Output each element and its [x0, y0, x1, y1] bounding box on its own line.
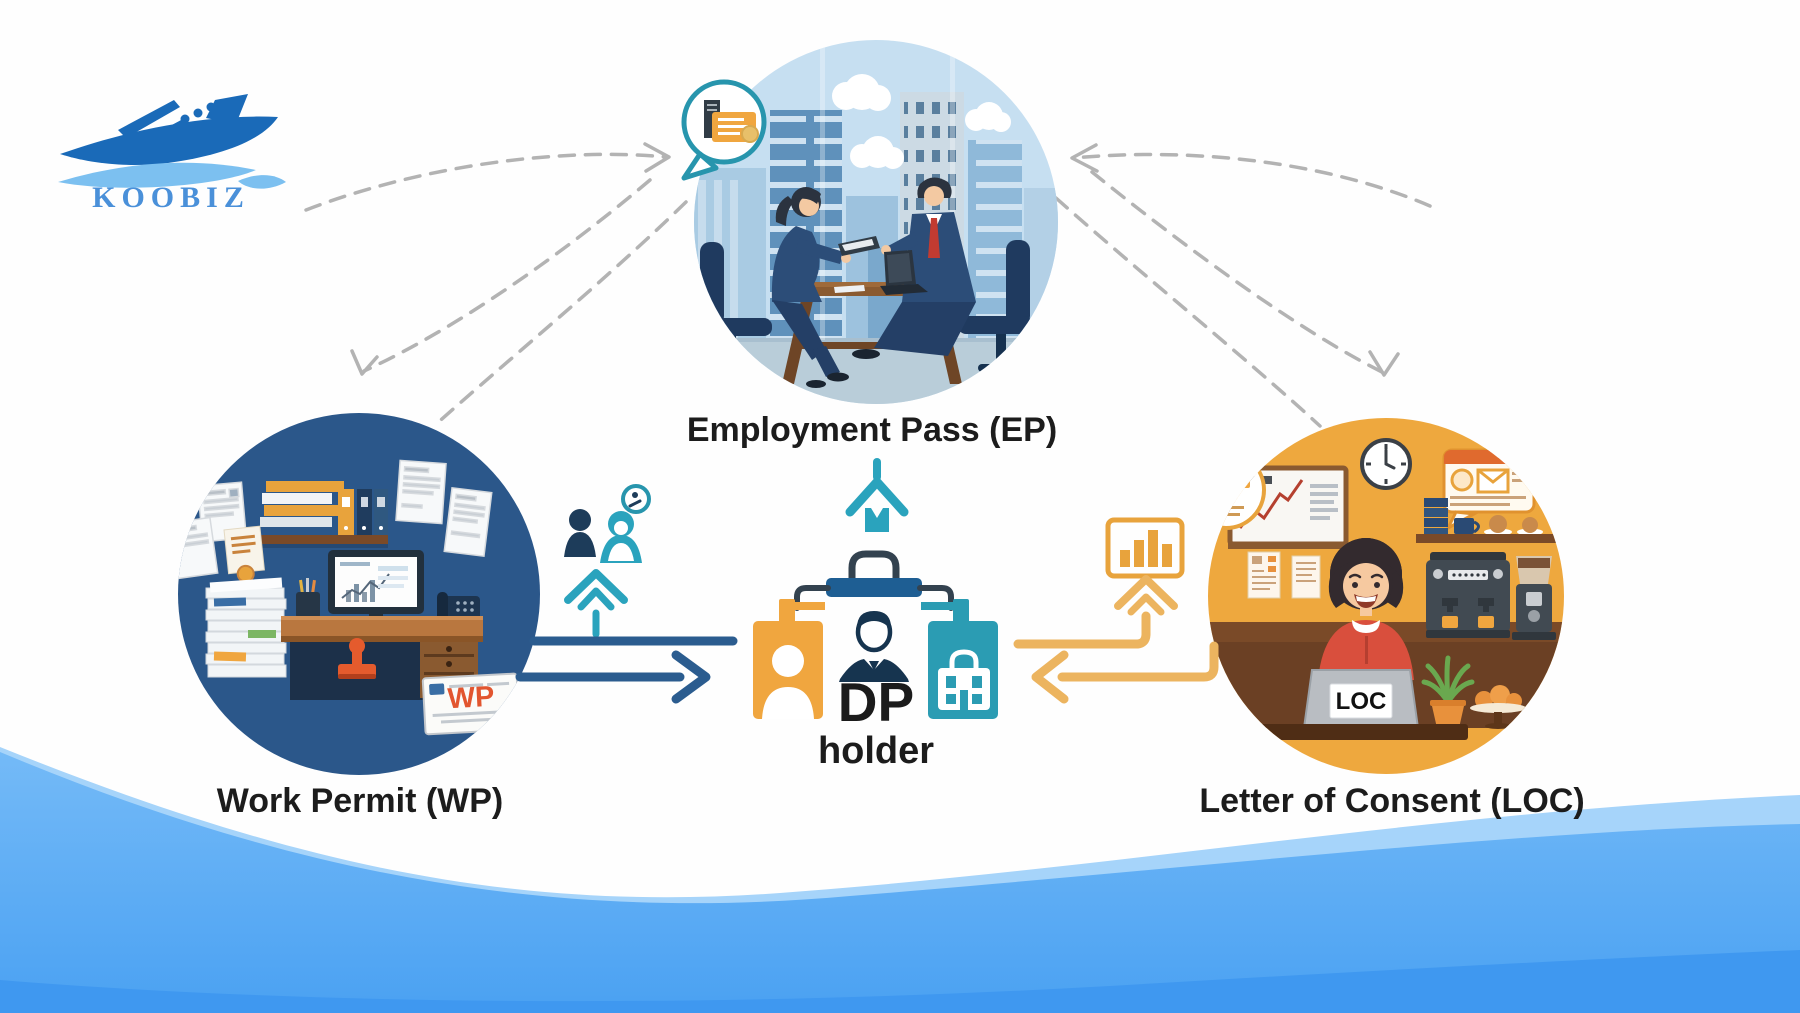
koobiz-ship-icon [58, 94, 286, 189]
paper-stack [205, 577, 287, 678]
up-arrow-icon [845, 458, 909, 532]
wp-card-text: WP [446, 680, 496, 716]
clock-icon [1360, 438, 1412, 490]
laptop-icon [880, 250, 928, 295]
double-chevron-up-icon-left [564, 569, 628, 638]
id-badge-icon [753, 599, 825, 719]
people-group-icon [564, 484, 651, 563]
dashed-arrowheads [350, 142, 1400, 377]
ep-label: Employment Pass (EP) [686, 411, 1058, 449]
dp-holder-line1: DP [837, 671, 915, 733]
person-icon [839, 611, 909, 682]
pastry-stand-icon [1470, 685, 1526, 729]
dp-holder-line2: holder [817, 730, 935, 772]
wp-circle-illustration [178, 459, 521, 736]
desk-phone-icon [433, 592, 480, 640]
stamp-icon [338, 638, 376, 679]
computer-monitor-icon [328, 550, 424, 628]
front-desk-bar [1240, 724, 1468, 740]
pencil-cup-icon [296, 578, 320, 618]
wp-to-dp-arrow [515, 636, 738, 704]
bookshelf [256, 481, 388, 548]
wall-notes [1247, 551, 1321, 599]
wall-documents [178, 459, 493, 580]
loc-label: Letter of Consent (LOC) [1199, 782, 1585, 820]
espresso-machine-icon [1426, 552, 1510, 638]
dashed-flow-arrows [304, 152, 1432, 428]
bottom-wave [0, 747, 1800, 1013]
cafe-shelf [1416, 498, 1556, 543]
ep-circle-illustration [694, 40, 1058, 404]
interviewer-figure [771, 187, 880, 388]
document-speech-bubble-icon [681, 79, 767, 181]
logo-text: KOOBIZ [92, 181, 250, 214]
plant-icon [1421, 655, 1475, 728]
bar-chart-icon [1105, 517, 1185, 579]
coffee-grinder-icon [1512, 556, 1556, 640]
woman-figure [1318, 538, 1414, 680]
double-chevron-up-icon-right [1114, 575, 1178, 616]
wp-label: Work Permit (WP) [216, 782, 504, 820]
work-badge-icon [921, 599, 998, 719]
briefcase-icon [794, 550, 954, 611]
candidate-figure [852, 177, 976, 359]
loc-sign-text: LOC [1335, 688, 1387, 715]
cloud-icon [832, 74, 1011, 169]
loc-to-dp-arrow [1013, 611, 1219, 704]
